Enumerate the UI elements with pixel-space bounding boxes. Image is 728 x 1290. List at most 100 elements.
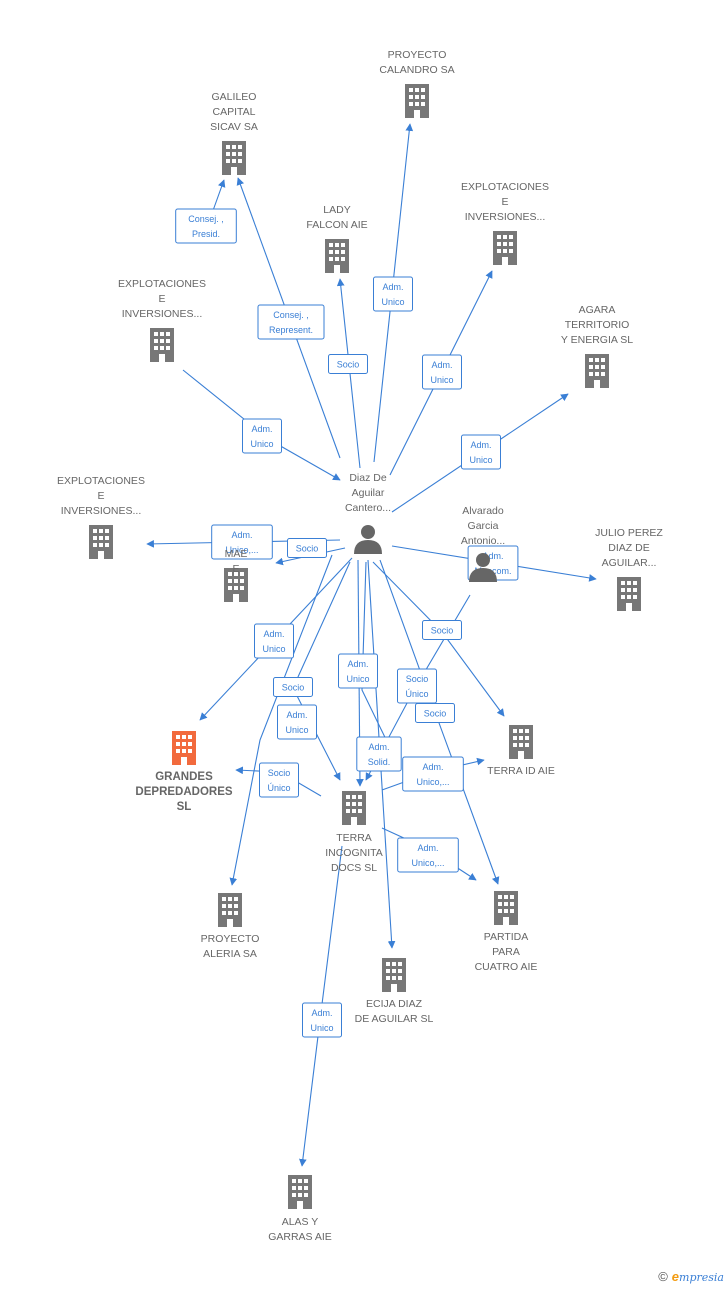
edge-label-text: Socio [296, 544, 319, 554]
node-label: INVERSIONES... [122, 308, 203, 320]
edge-label-text: Adm. [368, 742, 389, 752]
node-label: E [232, 563, 239, 575]
node-label: E [158, 293, 165, 305]
node-label: Garcia [468, 520, 499, 532]
edge-line [229, 554, 333, 886]
edge-label-text: Represent. [269, 325, 313, 335]
edge-label-text: Unico [469, 455, 492, 465]
node-label: DIAZ DE [608, 542, 649, 554]
edge-label-text: Unico [381, 297, 404, 307]
edge-label-box [277, 704, 317, 740]
edge-label-text: Adm. [311, 1008, 332, 1018]
node-label: E [97, 490, 104, 502]
edge-label[interactable]: Adm.Unico [254, 623, 294, 659]
edge-label-box [287, 538, 327, 558]
node-label: CAPITAL [213, 106, 256, 118]
edge-label-text: Adm. [251, 424, 272, 434]
edge-label-text: Adm. [482, 551, 503, 561]
edge-label[interactable]: Socio [415, 703, 455, 723]
node-expl-top[interactable]: EXPLOTACIONESEINVERSIONES... [461, 181, 549, 265]
building-icon [89, 525, 113, 559]
node-expl-far[interactable]: EXPLOTACIONES E INVERSIONES... [57, 475, 145, 559]
edge-label[interactable]: Socio [422, 620, 462, 640]
edge-label-text: Único [267, 783, 290, 793]
edge-label-box [338, 653, 378, 689]
edge-label[interactable]: Adm.Unico [338, 653, 378, 689]
edge-label-text: Socio [282, 683, 305, 693]
edge-label[interactable]: Adm.Solid. [356, 736, 402, 772]
building-icon [150, 328, 174, 362]
node-diaz[interactable]: Diaz De AguilarCantero... [345, 472, 391, 554]
edge-label-text: Adm. [263, 629, 284, 639]
edge-label-text: Adm. [422, 762, 443, 772]
edge-label[interactable]: Socio [328, 354, 368, 374]
edge-label[interactable]: Adm. Unico [422, 354, 462, 390]
node-label: SICAV SA [210, 121, 258, 133]
edge-label-text: Unico [430, 375, 453, 385]
edge-label-text: Adm. [470, 440, 491, 450]
node-terra-id[interactable]: TERRA ID AIE [487, 725, 555, 777]
edge-label-box [422, 620, 462, 640]
node-label: Aguilar [352, 487, 385, 499]
edge-label[interactable]: Socio [287, 538, 327, 558]
node-label: GALILEO [212, 91, 257, 103]
node-label: Cantero... [345, 502, 391, 514]
edge-label[interactable]: Adm.Unico,... [211, 524, 273, 560]
edge-label[interactable]: Consej. ,Presid. [175, 208, 237, 244]
node-label: INCOGNITA [325, 847, 383, 859]
node-galileo[interactable]: GALILEO CAPITAL SICAV SA [210, 91, 258, 175]
edge-label[interactable]: Adm. Unico [461, 434, 501, 470]
edge-label[interactable]: Consej. ,Represent. [257, 304, 325, 340]
edge-label-text: Adm. [431, 360, 452, 370]
node-label: Diaz De [349, 472, 387, 484]
edge-label[interactable]: Adm.Unico,... [397, 837, 459, 873]
node-label: Alvarado [462, 505, 504, 517]
person-icon [354, 525, 382, 554]
edge-label[interactable]: Adm.Unico [242, 418, 282, 454]
building-icon [325, 239, 349, 273]
edge-label-text: Unico [285, 725, 308, 735]
node-expl-left[interactable]: EXPLOTACIONESEINVERSIONES... [118, 278, 206, 362]
brand-e: e [671, 1269, 680, 1284]
node-label: ECIJA DIAZ [366, 998, 423, 1010]
edge-label[interactable]: Adm.Unico,... [402, 756, 464, 792]
building-icon [494, 891, 518, 925]
edge-label[interactable]: Adm.Unico [277, 704, 317, 740]
building-icon [617, 577, 641, 611]
node-label: GRANDES [155, 771, 213, 783]
edge-label-box [242, 418, 282, 454]
node-alvarado[interactable]: AlvaradoGarciaAntonio... [461, 505, 505, 582]
edge-label[interactable]: Adm.Unico [373, 276, 413, 312]
edge-label-box [175, 208, 237, 244]
edge-label-box [397, 668, 437, 704]
node-label: Antonio... [461, 535, 505, 547]
copyright-symbol: © [658, 1269, 668, 1284]
node-label: EXPLOTACIONES [57, 475, 145, 487]
edge-label[interactable]: Adm.Unico [302, 1002, 342, 1038]
building-icon [288, 1175, 312, 1209]
building-icon [585, 354, 609, 388]
empresia-logo: ©empresia [658, 1269, 724, 1284]
edge-label-text: Socio [431, 626, 454, 636]
node-label: INVERSIONES... [61, 505, 142, 517]
edge-label-box [422, 354, 462, 390]
edge-label-text: Único [405, 689, 428, 699]
node-label: AGARA [579, 304, 616, 316]
building-icon [382, 958, 406, 992]
edge-label[interactable]: Socio [273, 677, 313, 697]
node-label: Y ENERGIA SL [561, 334, 633, 346]
